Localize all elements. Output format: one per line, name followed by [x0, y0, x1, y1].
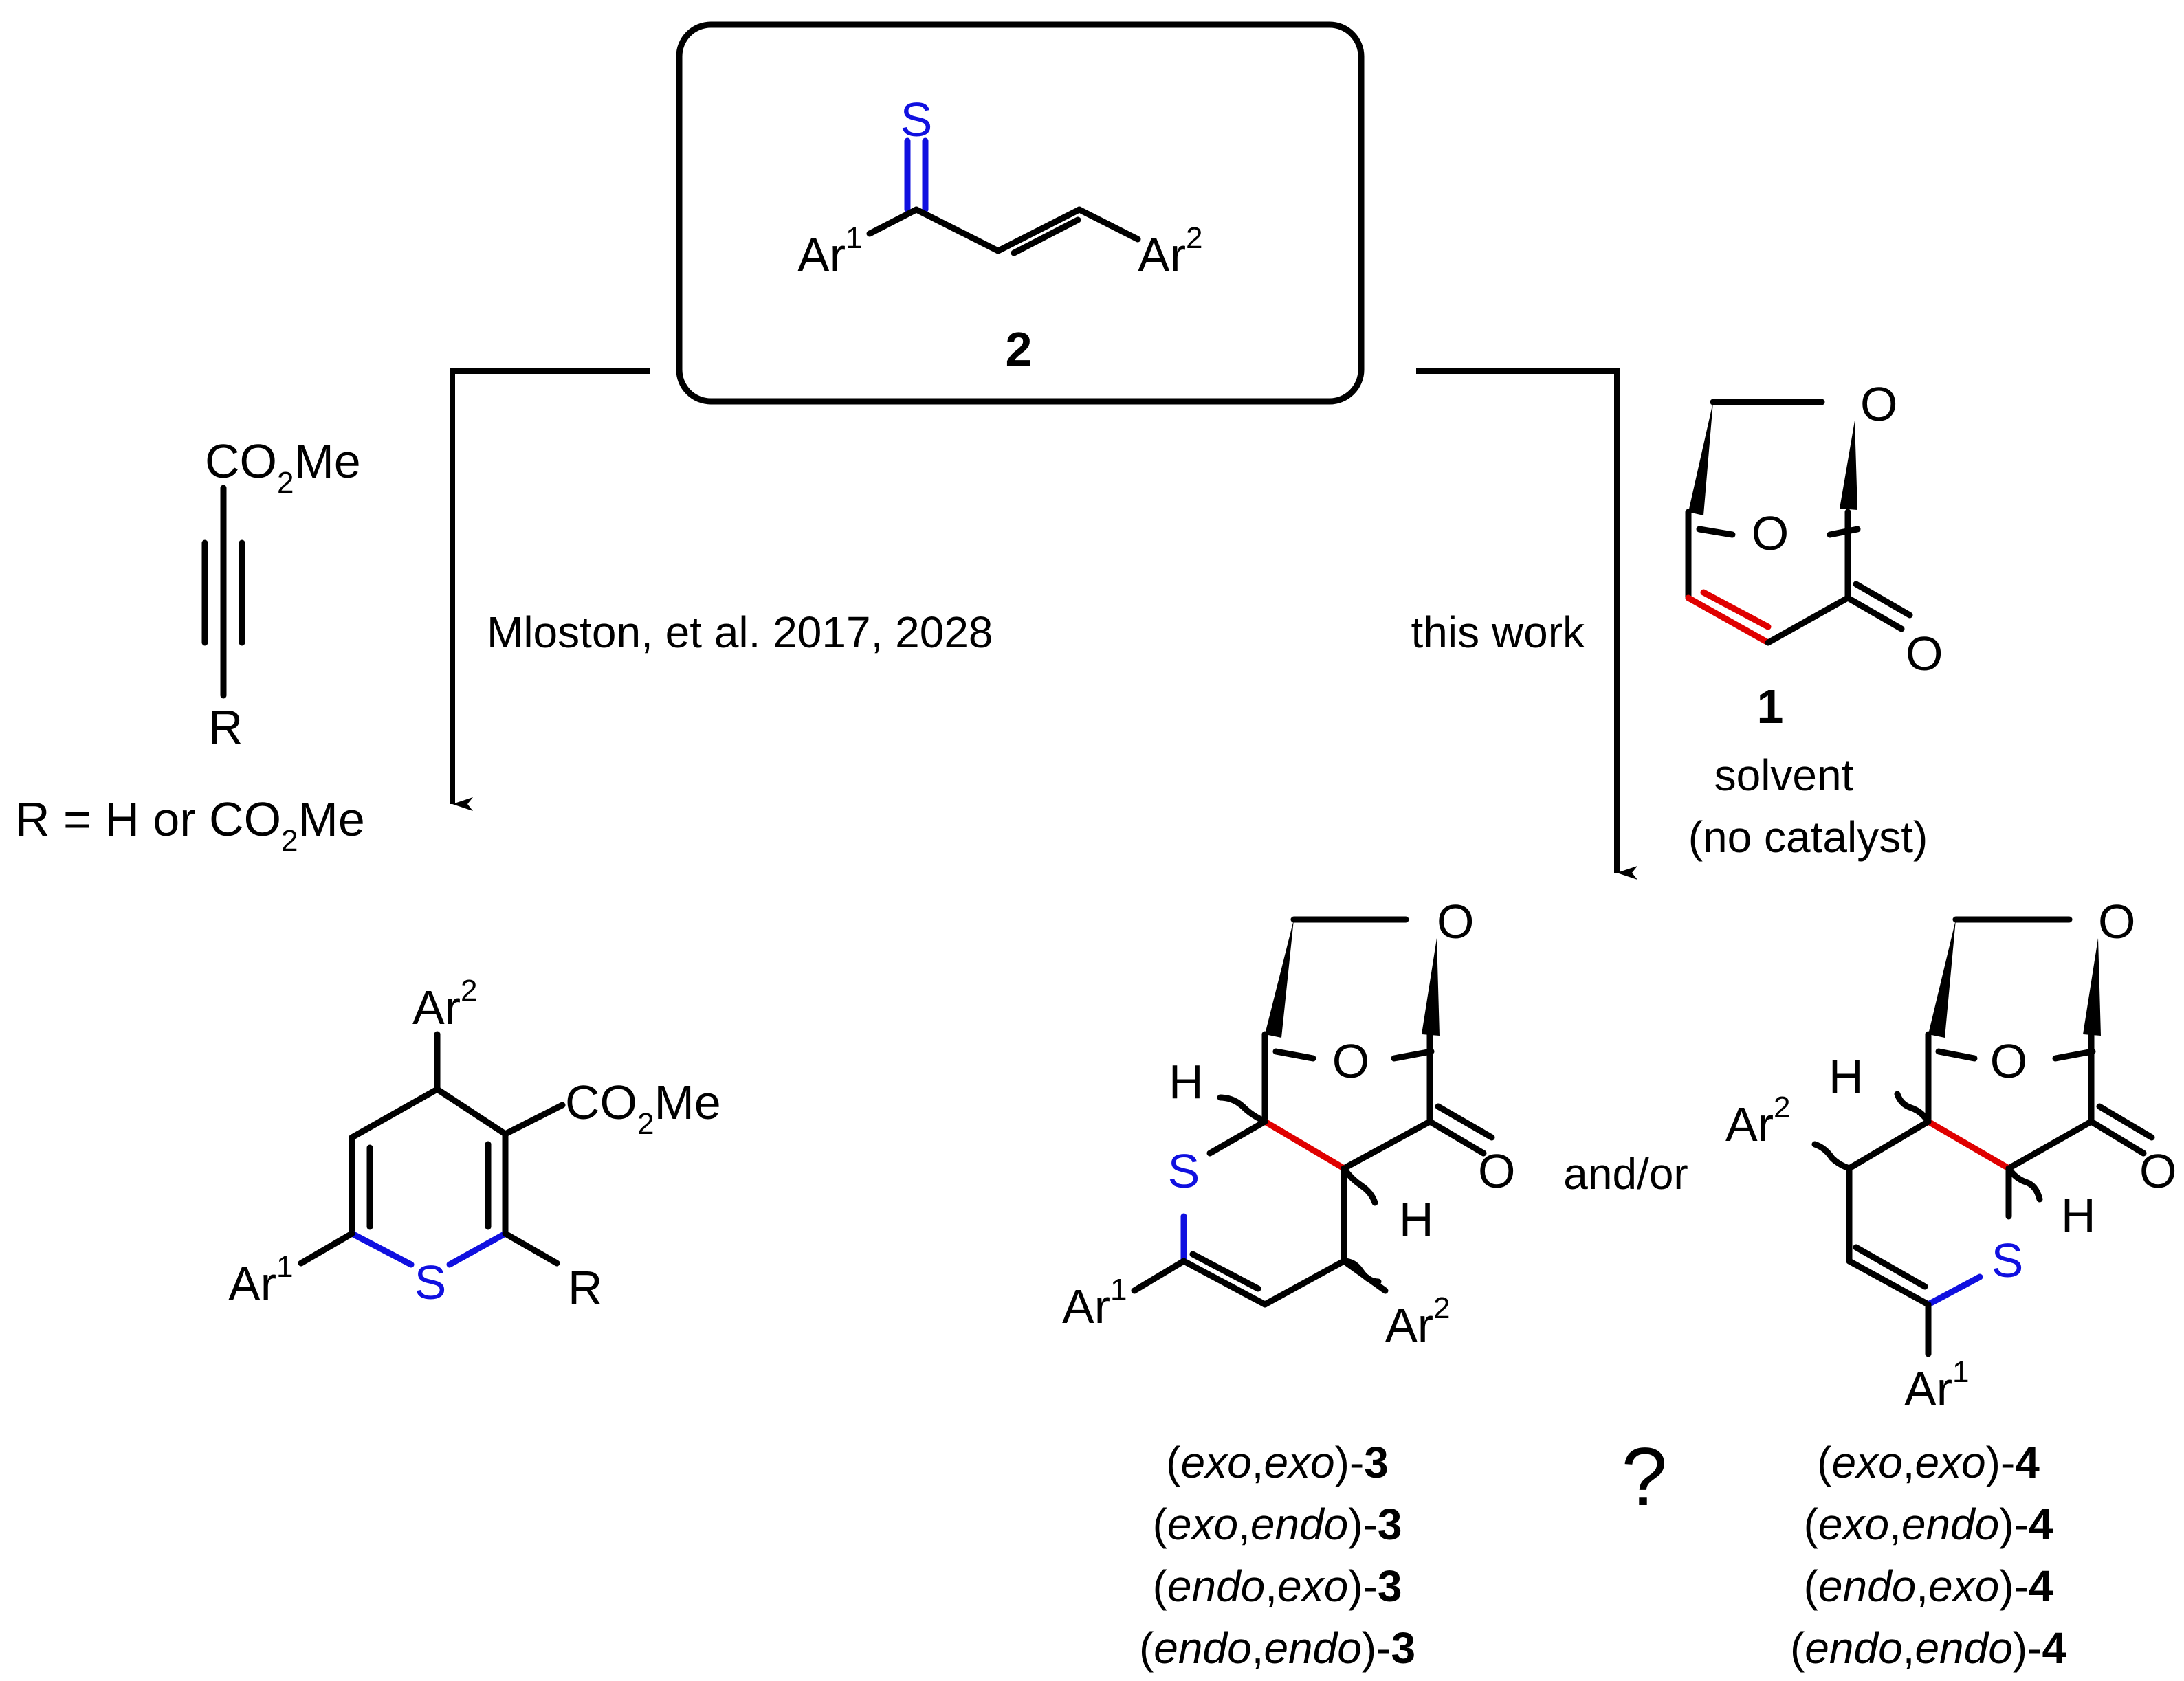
this-work-text: this work	[1411, 608, 1586, 657]
isomer-list-3: (exo,exo)-3 (exo,endo)-3 (endo,exo)-3 (e…	[1139, 1438, 1415, 1673]
left-arrow	[450, 368, 650, 811]
product-3: O O O H H S Ar1 Ar2	[1062, 895, 1515, 1352]
r-definition: R = H or CO2Me	[15, 792, 365, 858]
svg-text:H: H	[1169, 1055, 1204, 1109]
svg-text:O: O	[1478, 1144, 1515, 1198]
svg-text:O: O	[1752, 506, 1789, 560]
svg-text:(endo,endo)-4: (endo,endo)-4	[1790, 1623, 2066, 1673]
question-mark: ?	[1622, 1431, 1668, 1523]
svg-text:O: O	[1437, 895, 1474, 948]
and-or-text: and/or	[1563, 1149, 1688, 1199]
levoglucosenone-1: O O O 1	[1685, 377, 1943, 733]
isomer-list-4: (exo,exo)-4 (exo,endo)-4 (endo,exo)-4 (e…	[1790, 1438, 2066, 1673]
svg-text:(exo,exo)-4: (exo,exo)-4	[1817, 1438, 2040, 1487]
condition-catalyst: (no catalyst)	[1688, 812, 1928, 862]
svg-text:S: S	[1992, 1234, 2024, 1287]
right-route: this work O O O 1 solvent (no catalyst)	[1411, 368, 1943, 880]
svg-text:R: R	[208, 700, 243, 754]
svg-text:CO2Me: CO2Me	[205, 434, 361, 500]
svg-text:Ar1: Ar1	[1062, 1273, 1127, 1333]
svg-text:Ar2: Ar2	[1385, 1291, 1450, 1352]
svg-text:O: O	[1990, 1034, 2027, 1088]
svg-text:O: O	[1906, 627, 1943, 680]
svg-text:Ar1: Ar1	[1904, 1355, 1969, 1416]
svg-text:H: H	[2061, 1188, 2096, 1242]
svg-text:Ar2: Ar2	[412, 974, 477, 1034]
svg-text:Ar2: Ar2	[1725, 1091, 1790, 1151]
left-route: Mloston, et al. 2017, 2028 CO2Me R R = H…	[15, 368, 993, 1315]
compound-label-2: 2	[1006, 322, 1033, 376]
thioketone-ar2: Ar2	[1138, 221, 1202, 282]
svg-text:R: R	[568, 1261, 603, 1315]
highlight-box	[676, 21, 1365, 405]
svg-text:(exo,endo)-3: (exo,endo)-3	[1153, 1500, 1402, 1549]
svg-text:H: H	[1829, 1049, 1864, 1103]
svg-text:(endo,exo)-3: (endo,exo)-3	[1153, 1561, 1402, 1611]
svg-text:Ar1: Ar1	[228, 1250, 293, 1311]
thioketone-ar1: Ar1	[797, 221, 862, 282]
svg-text:S: S	[415, 1256, 447, 1309]
svg-text:(exo,exo)-3: (exo,exo)-3	[1166, 1438, 1389, 1487]
compound-label-1: 1	[1757, 680, 1784, 733]
svg-text:CO2Me: CO2Me	[565, 1076, 721, 1141]
svg-text:H: H	[1399, 1192, 1434, 1246]
reference-text: Mloston, et al. 2017, 2028	[487, 608, 993, 657]
alkyne-reagent: CO2Me R	[201, 434, 361, 754]
svg-text:S: S	[1168, 1144, 1200, 1198]
thioketone-sulfur: S	[901, 93, 933, 146]
svg-text:O: O	[2098, 895, 2135, 948]
svg-text:O: O	[1332, 1034, 1369, 1088]
svg-text:(exo,endo)-4: (exo,endo)-4	[1804, 1500, 2053, 1549]
condition-solvent: solvent	[1714, 750, 1854, 800]
svg-text:O: O	[1860, 377, 1897, 431]
svg-text:O: O	[2139, 1144, 2176, 1198]
thiopyran-product: Ar2 CO2Me S Ar1 R	[228, 974, 721, 1315]
svg-text:(endo,exo)-4: (endo,exo)-4	[1804, 1561, 2053, 1611]
right-arrow	[1416, 368, 1637, 880]
svg-text:(endo,endo)-3: (endo,endo)-3	[1139, 1623, 1415, 1673]
thioketone-2: S Ar1 Ar2 2	[676, 21, 1365, 405]
product-4: O O O H H S Ar2 Ar1	[1725, 895, 2176, 1416]
